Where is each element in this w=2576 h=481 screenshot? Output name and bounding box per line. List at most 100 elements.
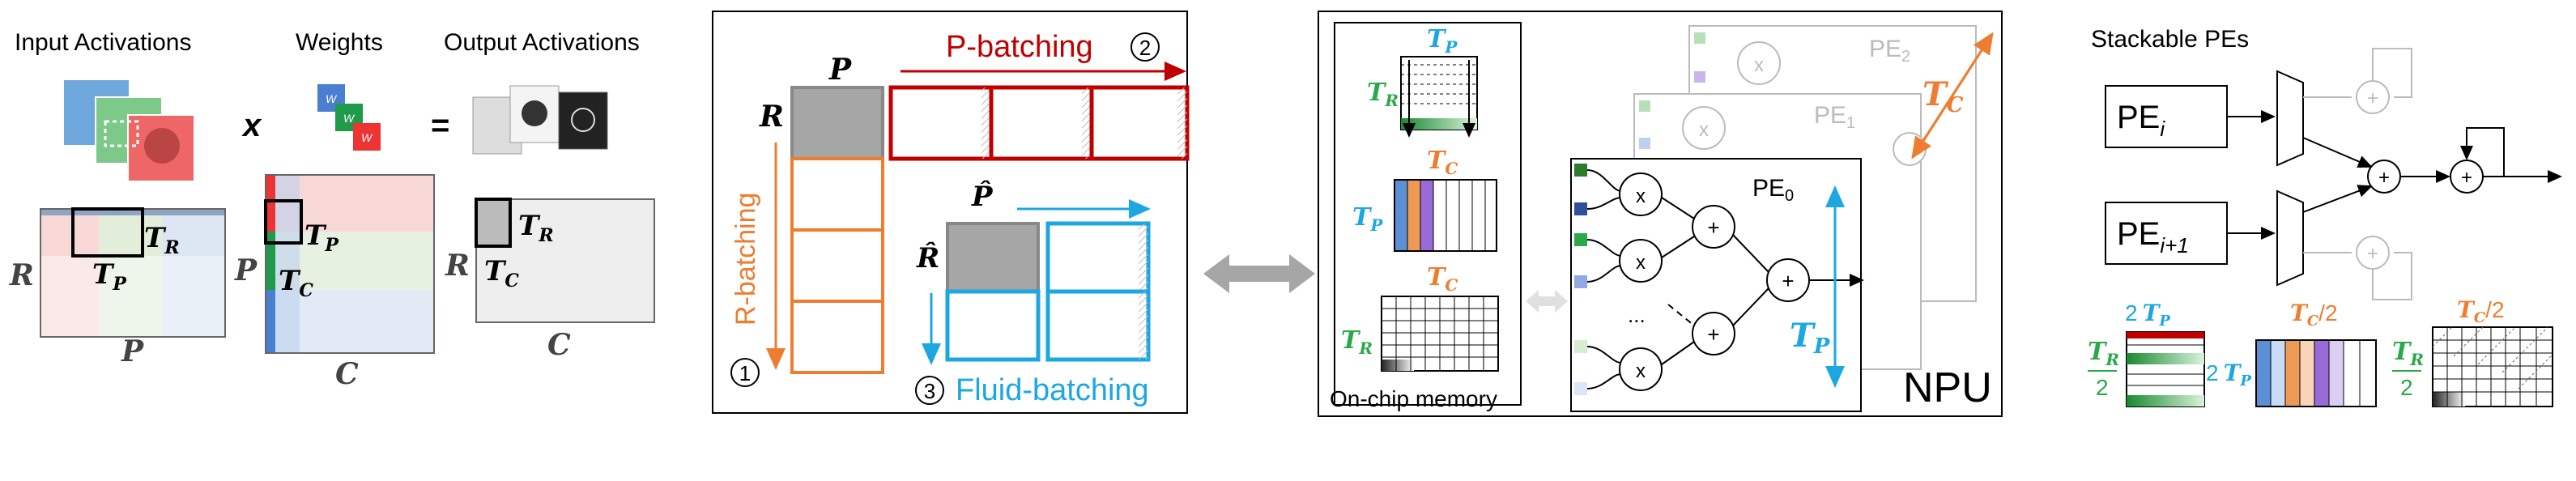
output-tc-label: TC <box>484 255 519 292</box>
stack-tr-label-2: TR <box>2392 338 2424 369</box>
stack-tr-divisor-2: 2 <box>2400 375 2413 400</box>
input-tr-label: TR <box>144 222 180 258</box>
weight-label-3: W <box>361 131 373 144</box>
mem2-tc-label: TC <box>1427 147 1458 178</box>
r-batching-label: R-batching <box>730 193 761 326</box>
output-image-stack <box>472 85 608 155</box>
svg-text:+: + <box>1707 322 1719 347</box>
fluid-batching-tiles <box>945 221 1151 362</box>
step-1-number: 1 <box>739 361 751 385</box>
weights-tc-label: TC <box>279 265 313 301</box>
fluid-batching-label: Fluid-batching <box>956 373 1149 407</box>
stack-buffer-1 <box>2126 331 2205 407</box>
step-3-badge <box>915 376 944 405</box>
input-image-stack <box>62 79 195 182</box>
weights-tp-label: TP <box>304 219 339 256</box>
r-hat-label: R̂ <box>916 241 939 275</box>
input-activations-title: Input Activations <box>15 29 191 56</box>
step-2-number: 2 <box>1139 36 1151 60</box>
mul-unit-1 <box>1619 172 1663 216</box>
weights-title: Weights <box>296 29 383 56</box>
step-2-badge <box>1130 32 1160 62</box>
svg-text:+: + <box>2367 87 2378 109</box>
p-batching-tiles <box>888 85 1190 161</box>
r-batching-tiles <box>790 157 884 374</box>
svg-text:x: x <box>1636 252 1646 274</box>
svg-text:x: x <box>1636 360 1646 382</box>
svg-text:+: + <box>2367 243 2378 265</box>
pe-i1-label: PEi+1 <box>2117 216 2189 258</box>
memory-pe-link <box>1526 290 1568 313</box>
step-3-number: 3 <box>924 379 935 403</box>
pe0-card: PE0 x x x ... + + + <box>1570 158 1864 412</box>
npu-label: NPU <box>1903 364 1992 411</box>
output-activations-title: Output Activations <box>444 29 640 56</box>
mem3-buffer <box>1381 296 1499 372</box>
stack-tr-divisor-1: 2 <box>2096 375 2109 400</box>
pe2-label: PE2 <box>1869 36 1910 66</box>
svg-text:+: + <box>2378 167 2390 189</box>
mem3-tc-label: TC <box>1427 263 1458 295</box>
pe1-label: PE1 <box>1814 102 1855 132</box>
batching-panel: P R P-batching 2 R-batching 1 P̂ R̂ <box>712 11 1190 414</box>
stack-tc-half-label: TC/2 <box>2290 300 2338 330</box>
input-p-axis: P <box>121 334 144 368</box>
npu-tc-label: TC <box>1922 75 1964 117</box>
stack-buffer-2 <box>2255 339 2377 407</box>
npu-tp-label: TP <box>1790 317 1831 359</box>
svg-text:+: + <box>1707 215 1719 240</box>
base-tile <box>790 86 884 160</box>
mem2-tp-label: TP <box>1352 203 1383 235</box>
equals-sign: = <box>431 108 449 143</box>
input-tp-label: TP <box>92 258 127 295</box>
mul-unit-3 <box>1619 347 1663 391</box>
mem3-tr-label: TR <box>1341 326 1373 358</box>
p-batching-label: P-batching <box>946 30 1093 64</box>
stack-buffer-3 <box>2432 326 2553 407</box>
output-r-axis: R <box>445 249 470 283</box>
pe-i-label: PEi <box>2117 100 2165 141</box>
add-unit-1 <box>1692 205 1735 249</box>
weights-p-axis: P <box>234 253 258 287</box>
add-unit-2 <box>1692 312 1735 355</box>
stack-tr-label-1: TR <box>2088 338 2119 369</box>
activations-panel: Input Activations Weights Output Activat… <box>9 29 655 391</box>
weights-matrix <box>264 174 435 354</box>
input-matrix <box>40 207 226 338</box>
step-1-badge <box>730 358 760 387</box>
weight-label-1: W <box>326 92 338 105</box>
mem1-tr-label: TR <box>1367 79 1399 110</box>
batching-r-label: R <box>759 100 784 134</box>
batching-p-label: P <box>828 53 852 87</box>
multiply-sign: x <box>241 108 262 143</box>
input-r-axis: R <box>9 258 34 292</box>
memory-label: On-chip memory <box>1330 386 1497 411</box>
ellipsis: ... <box>1628 303 1646 327</box>
weights-c-axis: C <box>335 357 359 391</box>
pe0-label: PE0 <box>1752 175 1794 205</box>
svg-text:+: + <box>2461 167 2472 189</box>
mem2-buffer <box>1394 179 1497 252</box>
weights-stack: W W W <box>317 84 381 151</box>
mem1-tp-label: TP <box>1427 25 1458 57</box>
stack-tc-half-label-2: TC/2 <box>2457 296 2505 326</box>
svg-text:x: x <box>1699 119 1709 141</box>
output-matrix <box>475 198 655 323</box>
output-tr-label: TR <box>518 210 554 246</box>
svg-text:x: x <box>1754 54 1764 76</box>
pe-i1-box <box>2105 202 2228 265</box>
panel-link-arrow <box>1203 254 1315 293</box>
npu-panel: On-chip memory TP TR TC <box>1318 11 2003 417</box>
svg-text:+: + <box>1782 269 1794 293</box>
stackable-pes-title: Stackable PEs <box>2091 26 2249 53</box>
p-hat-label: P̂ <box>971 180 994 213</box>
output-c-axis: C <box>547 328 571 362</box>
svg-text:x: x <box>1636 185 1646 207</box>
weight-label-2: W <box>343 112 356 125</box>
demux-2 <box>2276 189 2304 287</box>
mul-unit-2 <box>1619 239 1663 283</box>
mem1-buffer <box>1400 56 1478 138</box>
demux-1 <box>2276 70 2304 167</box>
